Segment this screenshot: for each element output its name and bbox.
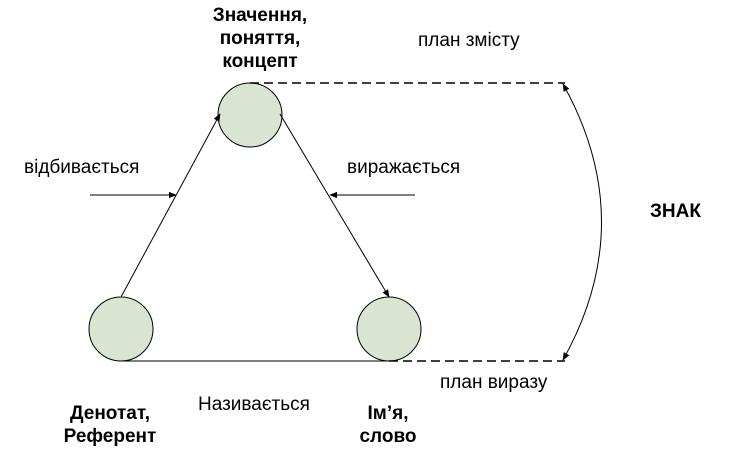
label-referent-line2: Референт xyxy=(63,426,157,447)
node-word xyxy=(356,296,422,362)
label-concept: Значення, поняття, концепт xyxy=(200,4,320,73)
node-referent xyxy=(88,296,154,362)
expression-plane-label: план виразу xyxy=(440,372,548,393)
content-plane-label: план змісту xyxy=(418,30,520,51)
label-concept-line1: Значення, xyxy=(212,5,308,26)
label-word-line2: слово xyxy=(359,426,417,447)
edge-label-names: Називається xyxy=(198,394,310,415)
label-concept-line3: концепт xyxy=(222,51,298,72)
label-word: Ім’я, слово xyxy=(338,402,438,448)
label-word-line1: Ім’я, xyxy=(367,403,409,424)
edge-concept-to-word xyxy=(279,113,390,298)
sign-label: ЗНАК xyxy=(650,201,701,222)
label-referent-line1: Денотат, xyxy=(70,403,150,424)
edge-referent-to-concept xyxy=(120,113,221,298)
edge-label-reflects: відбивається xyxy=(24,157,140,178)
node-concept xyxy=(217,82,283,148)
sign-double-arrow-curve xyxy=(562,83,602,361)
label-concept-line2: поняття, xyxy=(219,28,301,49)
label-referent: Денотат, Референт xyxy=(50,402,170,448)
edge-label-expresses: виражається xyxy=(347,157,461,178)
